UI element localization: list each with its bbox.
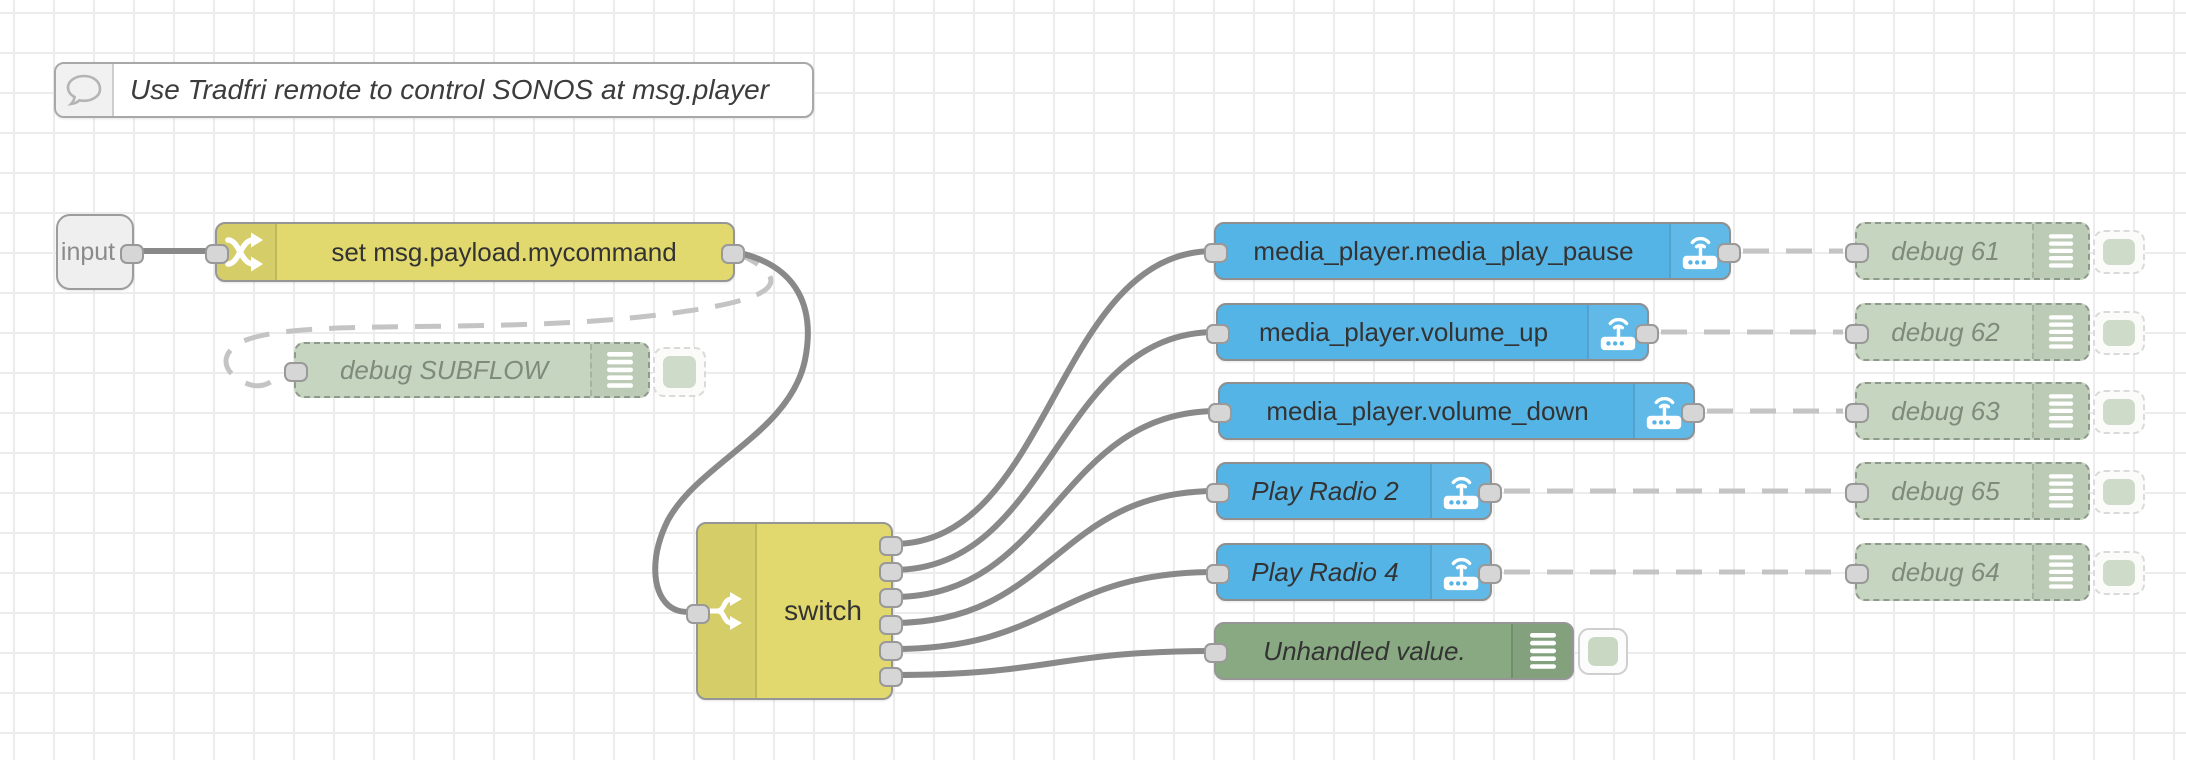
switch-output-port-6[interactable] [879, 667, 903, 687]
debug-input-port[interactable] [1845, 324, 1869, 344]
service-node-play-radio-4[interactable]: Play Radio 4 [1206, 543, 1502, 601]
debug-lines-icon [2032, 224, 2088, 278]
service-output-port[interactable] [1635, 324, 1659, 344]
service-node-play-radio-2[interactable]: Play Radio 2 [1206, 462, 1502, 520]
service-input-port[interactable] [1206, 564, 1230, 584]
link-in-output-port[interactable] [120, 244, 144, 264]
switch-output-port-2[interactable] [879, 562, 903, 582]
wire-switch-out4[interactable] [890, 488, 1219, 626]
service-input-port[interactable] [1206, 483, 1230, 503]
switch-output-port-5[interactable] [879, 641, 903, 661]
change-node[interactable]: set msg.payload.mycommand [205, 222, 745, 282]
debug-toggle-pill [2103, 560, 2135, 586]
service-node-label: media_player.volume_down [1266, 395, 1589, 426]
debug-input-port[interactable] [1845, 403, 1869, 423]
debug-node-label: debug 65 [1891, 475, 2000, 506]
debug-toggle-pill [2103, 399, 2135, 425]
debug-65-toggle-button[interactable] [2093, 470, 2145, 514]
debug-input-port[interactable] [1845, 243, 1869, 263]
service-node-label: media_player.media_play_pause [1253, 235, 1634, 266]
service-node-media-play-pause[interactable]: media_player.media_play_pause [1204, 222, 1741, 280]
debug-subflow-node[interactable]: debug SUBFLOW [284, 342, 650, 398]
debug-subflow-toggle-button[interactable] [653, 347, 706, 397]
debug-lines-icon [590, 344, 648, 396]
debug-lines-icon [2032, 545, 2088, 599]
change-label: set msg.payload.mycommand [331, 236, 677, 267]
debug-lines-icon [2032, 384, 2088, 438]
service-output-port[interactable] [1478, 564, 1502, 584]
switch-node[interactable]: switch [686, 522, 903, 700]
debug-node-label: debug 63 [1891, 395, 2000, 426]
service-node-label: Play Radio 4 [1251, 556, 1399, 587]
debug-lines-icon [1511, 624, 1572, 678]
debug-toggle-pill [1588, 637, 1618, 666]
comment-node[interactable]: Use Tradfri remote to control SONOS at m… [54, 62, 814, 118]
service-node-label: Play Radio 2 [1251, 475, 1399, 506]
change-input-port[interactable] [205, 244, 229, 264]
wire-change-to-debug-subflow[interactable] [223, 249, 774, 389]
switch-input-port[interactable] [686, 604, 710, 624]
home-assistant-router-icon [1430, 464, 1490, 518]
debug-64-toggle-button[interactable] [2093, 551, 2145, 595]
debug-unhandled-toggle-button[interactable] [1578, 628, 1628, 675]
wire-switch-out5[interactable] [890, 569, 1219, 652]
debug-subflow-input-port[interactable] [284, 362, 308, 382]
debug-node-61[interactable]: debug 61 [1845, 222, 2090, 280]
switch-output-port-3[interactable] [879, 588, 903, 608]
wire-change-to-switch[interactable] [652, 249, 811, 615]
debug-63-toggle-button[interactable] [2093, 390, 2145, 434]
service-input-port[interactable] [1206, 324, 1230, 344]
wire-switch-out1[interactable] [890, 248, 1217, 547]
wire-switch-out2[interactable] [890, 329, 1219, 573]
debug-node-64[interactable]: debug 64 [1845, 543, 2090, 601]
debug-node-label: debug 61 [1891, 235, 2000, 266]
service-node-volume-up[interactable]: media_player.volume_up [1206, 303, 1659, 361]
comment-icon [56, 64, 114, 116]
debug-input-port[interactable] [1204, 643, 1228, 663]
wire-switch-out3[interactable] [890, 408, 1221, 600]
debug-node-63[interactable]: debug 63 [1845, 382, 2090, 440]
switch-label: switch [784, 595, 862, 626]
link-in-node[interactable]: input [56, 214, 144, 290]
debug-node-label: debug 62 [1891, 316, 2000, 347]
debug-toggle-pill [2103, 239, 2135, 265]
debug-lines-icon [2032, 305, 2088, 359]
debug-62-toggle-button[interactable] [2093, 311, 2145, 355]
switch-output-port-4[interactable] [879, 615, 903, 635]
service-output-port[interactable] [1717, 243, 1741, 263]
debug-61-toggle-button[interactable] [2093, 230, 2145, 274]
debug-unhandled-label: Unhandled value. [1263, 635, 1466, 666]
debug-node-unhandled[interactable]: Unhandled value. [1204, 622, 1574, 680]
debug-input-port[interactable] [1845, 483, 1869, 503]
debug-input-port[interactable] [1845, 564, 1869, 584]
debug-node-label: debug 64 [1891, 556, 2000, 587]
comment-label: Use Tradfri remote to control SONOS at m… [130, 74, 770, 105]
switch-output-port-1[interactable] [879, 536, 903, 556]
service-output-port[interactable] [1478, 483, 1502, 503]
service-input-port[interactable] [1208, 403, 1232, 423]
debug-subflow-toggle-pill [663, 356, 696, 388]
wire-switch-out6[interactable] [890, 648, 1217, 678]
service-input-port[interactable] [1204, 243, 1228, 263]
link-in-label: input [60, 237, 116, 266]
change-output-port[interactable] [721, 244, 745, 264]
debug-node-62[interactable]: debug 62 [1845, 303, 2090, 361]
debug-node-65[interactable]: debug 65 [1845, 462, 2090, 520]
service-node-volume-down[interactable]: media_player.volume_down [1208, 382, 1705, 440]
service-node-label: media_player.volume_up [1258, 316, 1549, 347]
debug-subflow-label: debug SUBFLOW [339, 354, 549, 385]
debug-toggle-pill [2103, 320, 2135, 346]
service-output-port[interactable] [1681, 403, 1705, 423]
debug-toggle-pill [2103, 479, 2135, 505]
home-assistant-router-icon [1587, 305, 1647, 359]
debug-lines-icon [2032, 464, 2088, 518]
